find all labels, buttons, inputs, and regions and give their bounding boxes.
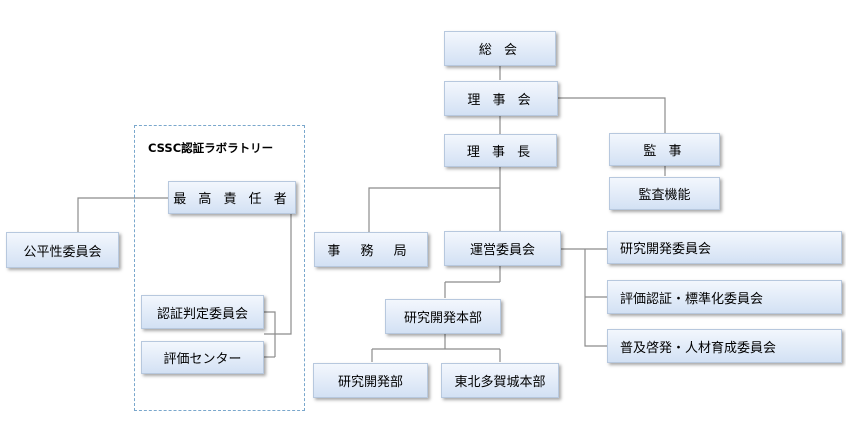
group-label: CSSC認証ラボラトリー: [148, 141, 274, 155]
node-kenkyu-iinkai: 研究開発委員会: [607, 231, 842, 264]
node-kenkyu-honbu: 研究開発本部: [385, 299, 501, 334]
cssc-lab-group: [134, 125, 305, 411]
node-saiko-sekininsha: 最 高 責 任 者: [168, 181, 296, 214]
node-soukai: 総 会: [444, 31, 556, 66]
node-tohoku-honbu: 東北多賀城本部: [441, 363, 559, 398]
node-nintei-iinkai: 認証判定委員会: [141, 295, 264, 329]
node-hyoka-iinkai: 評価認証・標準化委員会: [607, 280, 842, 314]
node-jimukyoku: 事 務 局: [314, 232, 428, 267]
node-kenkyu-bu: 研究開発部: [313, 363, 428, 398]
node-rijicho: 理 事 長: [444, 134, 557, 167]
node-kansa-kinou: 監査機能: [609, 177, 720, 210]
node-fukyu-iinkai: 普及啓発・人材育成委員会: [607, 329, 842, 363]
node-kanji: 監 事: [609, 133, 720, 166]
node-kohei-iinkai: 公平性委員会: [6, 232, 119, 268]
node-unei-iinkai: 運営委員会: [444, 231, 561, 266]
node-hyoka-center: 評価センター: [141, 341, 264, 374]
node-rijikai: 理 事 会: [444, 81, 558, 116]
